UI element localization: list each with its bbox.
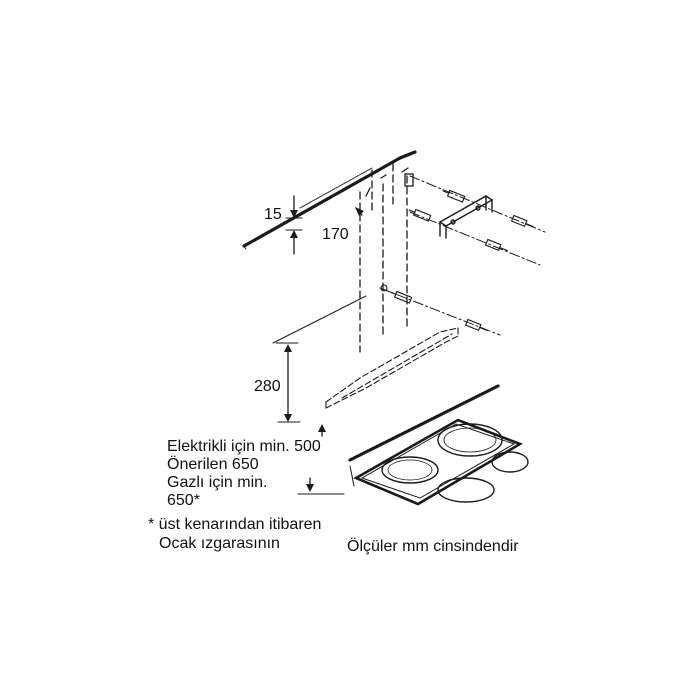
lower-reference-line <box>272 295 367 344</box>
note-recommended: Önerilen 650 <box>167 456 259 473</box>
units-note: Ölçüler mm cinsindendir <box>347 538 519 555</box>
dimension-170-label: 170 <box>322 226 349 243</box>
dimension-15-label: 15 <box>264 206 282 223</box>
burner-front-right <box>437 477 495 503</box>
hood-canopy <box>325 327 459 409</box>
ceiling-slab <box>242 150 417 250</box>
hob-distance-marker <box>297 424 345 495</box>
top-bracket-marks <box>380 167 414 187</box>
note-gas-min-value: 650* <box>167 492 200 509</box>
note-gas-min: Gazlı için min. <box>167 474 268 491</box>
dimension-280-label: 280 <box>254 378 281 395</box>
dimension-170-marker <box>355 187 371 216</box>
note-electric-min: Elektrikli için min. 500 <box>167 438 321 455</box>
worktop <box>348 384 500 487</box>
burner-front-left <box>381 456 439 484</box>
dimension-15-marker <box>285 195 303 255</box>
cooktop <box>353 418 529 506</box>
footnote-line2: Ocak ızgarasının <box>159 535 280 552</box>
dimension-280-marker <box>275 342 301 423</box>
mounting-axis-lines <box>379 175 546 336</box>
wall-bracket <box>438 195 494 239</box>
burner-back-right <box>491 451 529 473</box>
screw-and-dowel-set <box>380 189 534 332</box>
chimney-outline <box>359 163 408 353</box>
burner-back-left <box>437 423 503 457</box>
footnote-line1: * üst kenarından itibaren <box>148 516 322 533</box>
